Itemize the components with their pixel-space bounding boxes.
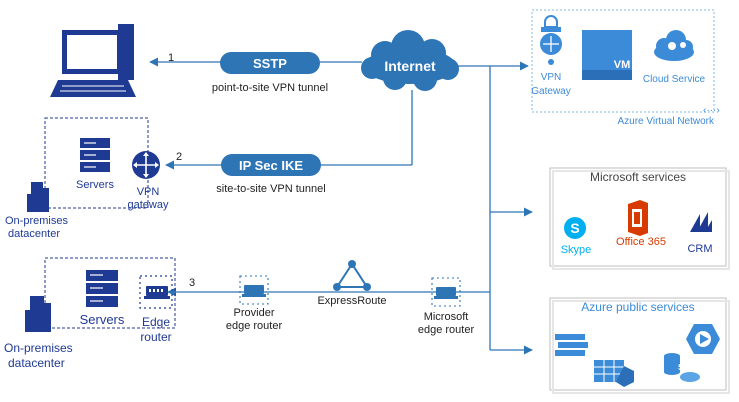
server-stack-icon <box>86 270 118 307</box>
edge-router-label-2: router <box>140 330 171 344</box>
skype-icon: S <box>564 217 586 239</box>
expressroute-label: ExpressRoute <box>317 295 386 307</box>
vm-icon <box>582 30 632 80</box>
azure-public-title: Azure public services <box>581 300 694 314</box>
tunnel-number-2: 2 <box>176 151 182 163</box>
computer-icon <box>50 24 136 97</box>
office365-label: Office 365 <box>616 236 666 248</box>
onprem-bottom-boundary <box>44 257 176 329</box>
provider-router-label-2: edge router <box>226 320 283 332</box>
vm-label: VM <box>614 59 631 71</box>
crm-icon <box>690 212 712 232</box>
sstp-pill: SSTP <box>220 52 320 74</box>
svg-text:SQL: SQL <box>678 363 695 372</box>
vpn-gateway-router-icon <box>132 151 160 179</box>
datacenter-building-icon <box>25 296 51 332</box>
table-storage-icon <box>594 360 634 387</box>
microsoft-router-label-1: Microsoft <box>424 311 469 323</box>
azure-public-shadow <box>552 300 730 394</box>
tunnel-number-3: 3 <box>189 277 195 289</box>
ms-services-shadow <box>552 170 730 270</box>
svg-text:S: S <box>570 220 579 236</box>
provider-router-label-1: Provider <box>234 307 275 319</box>
onprem-bottom-dc-label-2: datacenter <box>8 356 65 370</box>
onprem-top-vpn-label-2: gateway <box>128 199 169 211</box>
internet-cloud-icon <box>361 30 459 91</box>
ipsec-caption: site-to-site VPN tunnel <box>216 183 325 195</box>
internet-label: Internet <box>384 58 436 74</box>
sstp-label: SSTP <box>253 56 287 71</box>
crm-label: CRM <box>687 243 712 255</box>
sql-database-icon: SQL <box>664 353 700 382</box>
edge-router-label-1: Edge <box>142 315 170 329</box>
ms-services-title: Microsoft services <box>590 170 686 184</box>
media-services-icon <box>686 324 720 354</box>
skype-label: Skype <box>561 244 592 256</box>
onprem-bottom-servers-label: Servers <box>80 312 125 327</box>
vpn-gateway-lock-icon <box>540 15 562 65</box>
provider-router-icon <box>239 275 269 305</box>
cloud-service-icon <box>654 30 694 61</box>
service-bus-icon <box>555 334 588 356</box>
azure-vpn-label-2: Gateway <box>531 86 570 97</box>
microsoft-router-icon <box>431 277 461 307</box>
onprem-bottom-dc-label-1: On-premises <box>4 341 73 355</box>
azure-vnet-label: Azure Virtual Network <box>617 116 715 127</box>
onprem-top-dc-label-1: On-premises <box>5 215 68 227</box>
expressroute-icon <box>333 260 371 291</box>
sstp-caption: point-to-site VPN tunnel <box>212 82 328 94</box>
edge-router-icon <box>139 275 173 309</box>
onprem-top-servers-label: Servers <box>76 179 114 191</box>
server-stack-icon <box>80 138 110 172</box>
ipsec-label: IP Sec IKE <box>239 158 303 173</box>
ipsec-pill: IP Sec IKE <box>221 154 321 176</box>
datacenter-building-icon <box>27 182 49 212</box>
azure-vpn-label-1: VPN <box>541 72 562 83</box>
office365-icon <box>628 200 648 236</box>
azure-vnet-boundary <box>531 9 715 113</box>
cloud-service-label: Cloud Service <box>643 74 706 85</box>
onprem-top-vpn-label-1: VPN <box>137 186 160 198</box>
microsoft-router-label-2: edge router <box>418 324 475 336</box>
onprem-top-dc-label-2: datacenter <box>8 228 60 240</box>
tunnel-number-1: 1 <box>168 52 174 64</box>
ellipsis-icon: ‹···› <box>703 105 720 116</box>
